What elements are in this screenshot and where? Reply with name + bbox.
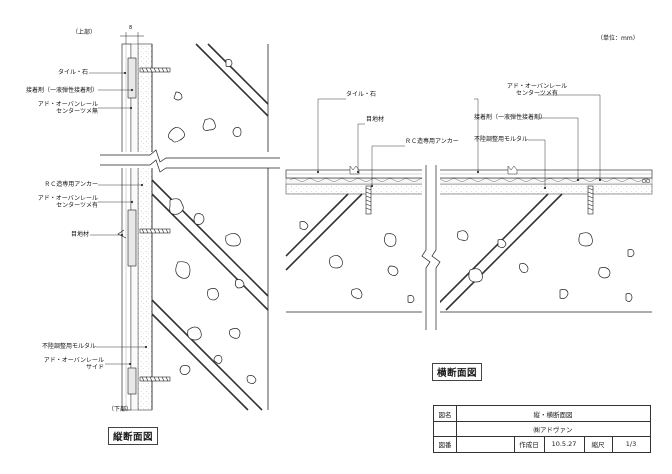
unit-label: （単位：mm） <box>597 35 639 42</box>
v-label-tile-stone: タイル・石 <box>57 69 88 76</box>
v-label-rail-center-with: アド・オーバンレール センターツメ有 <box>37 195 98 209</box>
v-top-label: （上部） <box>72 29 97 36</box>
scale-label: 縮尺 <box>591 441 605 449</box>
horizontal-section-title: 横断面図 <box>432 363 483 381</box>
h-label-adhesive: 接着剤（一液弾性接着剤） <box>474 114 547 121</box>
horizontal-section-drawing <box>285 94 653 330</box>
vertical-section-drawing <box>89 32 280 411</box>
h-label-mortar: 不陸調整用モルタル <box>474 136 529 143</box>
drawing-no-label: 図番 <box>438 441 452 449</box>
v-bottom-label: （下部） <box>108 406 133 413</box>
drawing-name: 縦・横断面図 <box>533 410 573 419</box>
date-value: 10.5.27 <box>551 440 577 448</box>
company-name: ㈱アドヴァン <box>533 425 573 434</box>
v-label-adhesive: 接着剤（一液弾性接着剤） <box>25 87 98 94</box>
h-label-tile-stone: タイル・石 <box>346 91 377 98</box>
v-label-joint: 目地材 <box>70 231 89 238</box>
drawing-name-label: 図名 <box>438 410 452 419</box>
title-block: 図名 縦・横断面図 ㈱アドヴァン 図番 作成日 10.5.27 縮尺 1/3 <box>433 405 651 453</box>
v-label-rail-side: アド・オーバンレール サイド <box>43 357 104 371</box>
h-label-joint: 目地材 <box>366 116 385 123</box>
scale-value: 1/3 <box>625 440 637 448</box>
v-label-mortar: 不陸調整用モルタル <box>41 343 96 350</box>
v-label-rail-center: アド・オーバンレール センターツメ無 <box>37 101 98 115</box>
v-label-anchor: ＲＣ造専用アンカー <box>44 181 98 188</box>
v-dimension-mark: 8 <box>129 25 133 31</box>
date-label: 作成日 <box>519 441 539 449</box>
h-label-rail-center-with: アド・オーバンレール センターツメ有 <box>506 83 568 97</box>
h-label-anchor: ＲＣ造専用アンカー <box>405 138 459 145</box>
vertical-section-title: 縦断面図 <box>108 427 159 445</box>
